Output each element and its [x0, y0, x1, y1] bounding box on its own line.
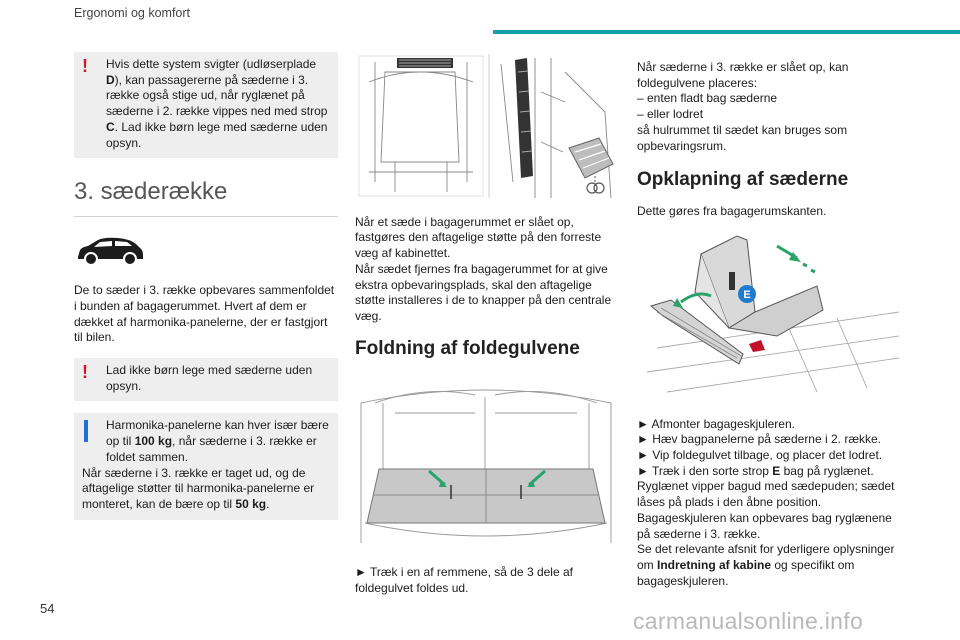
folding-step: ► Træk i en af remmene, så de 3 dele af …	[355, 565, 573, 596]
label-e-badge: E	[743, 289, 750, 301]
section-title: 3. sæderække	[74, 178, 228, 206]
illustration-removable-support	[355, 52, 617, 205]
column-right: Når sæderne i 3. række er slået op, kan …	[637, 60, 900, 601]
third-row-description: De to sæder i 3. række opbevares sammenf…	[74, 283, 335, 345]
warning-notice-children: ! Lad ikke børn lege med sæderne uden op…	[74, 358, 338, 402]
folding-floor-heading: Foldning af foldegulvene	[355, 337, 580, 359]
watermark: carmanualsonline.info	[633, 608, 864, 634]
unfold-seats-heading: Opklapning af sæderne	[637, 169, 849, 191]
unfold-seats-sub: Dette gøres fra bagagerumskanten.	[637, 204, 827, 219]
warning-exclamation-icon: !	[82, 56, 88, 76]
column-middle: Når et sæde i bagagerummet er slået op, …	[355, 52, 617, 609]
section-divider	[74, 216, 338, 218]
warning-notice-system-failure: ! Hvis dette system svigter (udløserplad…	[74, 52, 338, 159]
page-header-title: Ergonomi og komfort	[74, 6, 191, 20]
unfold-steps: ► Afmonter bagageskjuleren. ► Hæv bagpan…	[637, 416, 895, 588]
info-notice-load: Harmonika-panelerne kan hver især bære o…	[74, 413, 338, 520]
column-left: ! Hvis dette system svigter (udløserplad…	[74, 52, 338, 532]
support-paragraph-1: Når et sæde i bagagerummet er slået op, …	[355, 214, 602, 261]
support-paragraph-2: Når sædet fjernes fra bagagerummet for a…	[355, 261, 612, 323]
car-silhouette-icon	[74, 233, 338, 269]
header-accent-bar	[493, 30, 960, 34]
floor-placement-intro: Når sæderne i 3. række er slået op, kan …	[637, 60, 849, 153]
illustration-unfold-seat: E	[637, 231, 900, 407]
illustration-folding-floor	[355, 372, 617, 556]
warning-exclamation-icon: !	[82, 362, 88, 383]
page-number: 54	[40, 601, 55, 616]
info-icon	[84, 420, 88, 443]
